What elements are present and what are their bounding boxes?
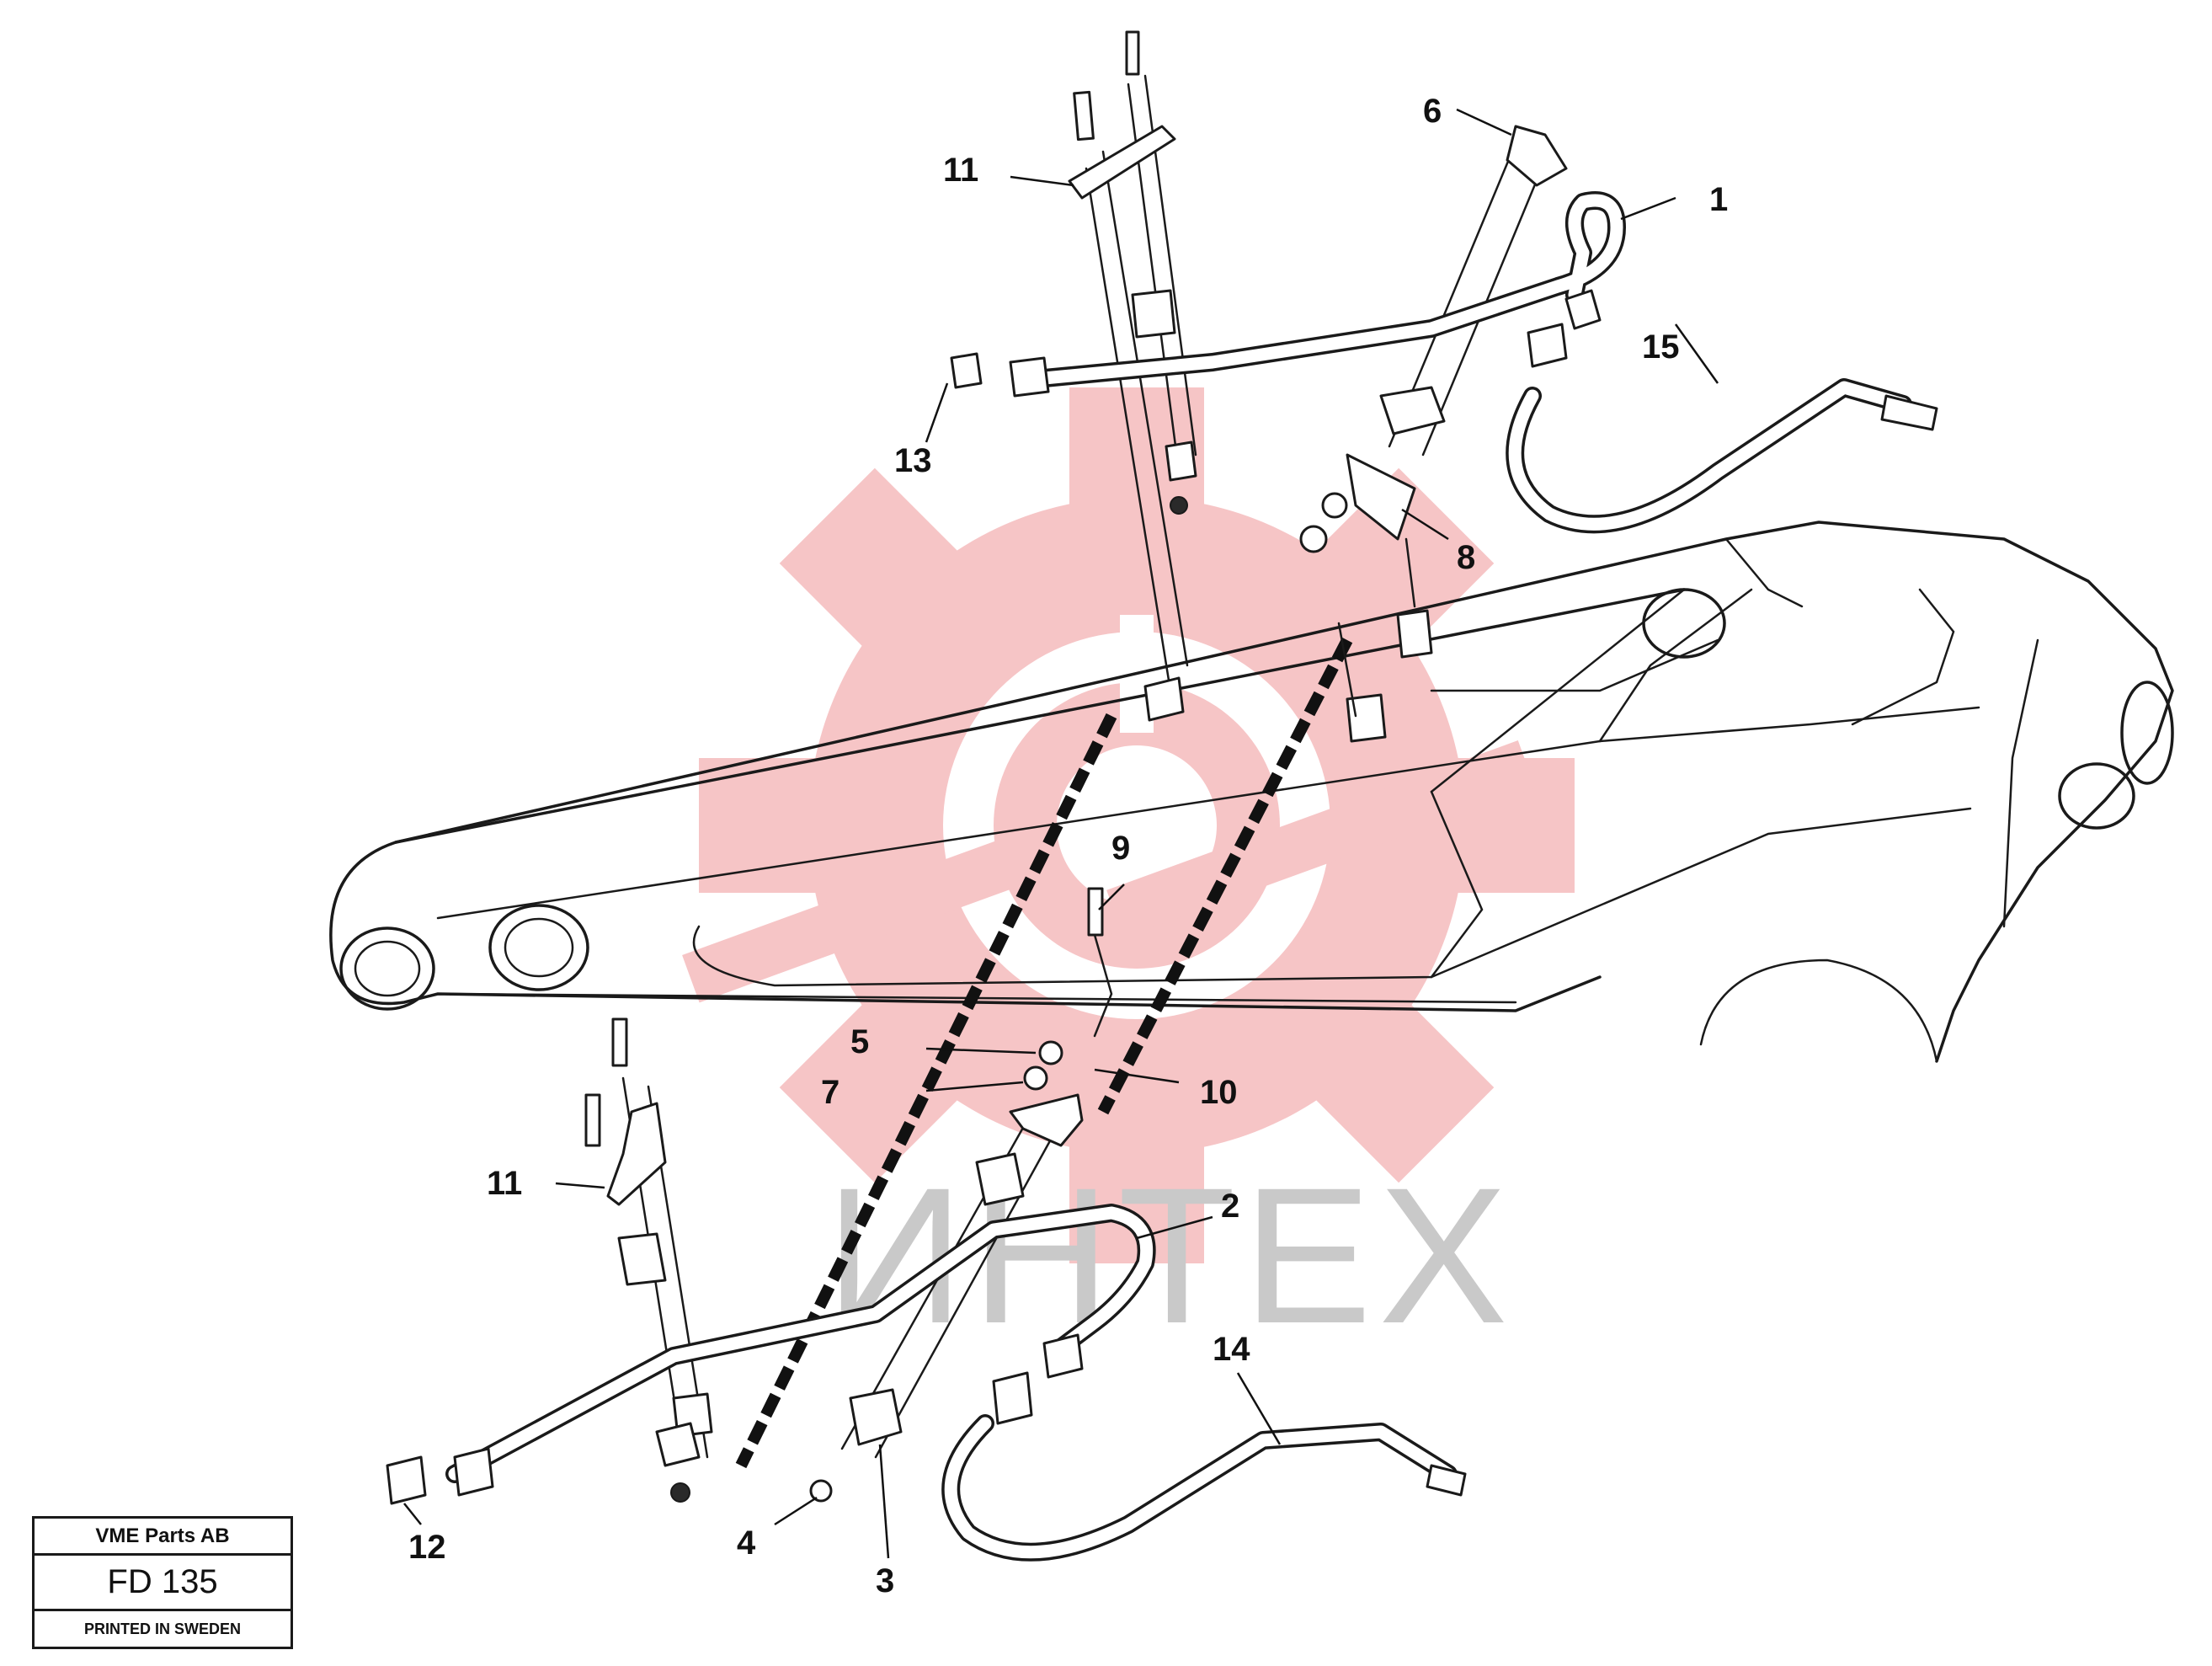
callout-2: 2 xyxy=(1221,1188,1239,1225)
clamp-assembly-upper-left xyxy=(1068,30,1197,722)
title-block: VME Parts AB FD 135 PRINTED IN SWEDEN xyxy=(32,1516,293,1649)
callout-13: 13 xyxy=(894,442,932,479)
callout-3: 3 xyxy=(876,1562,894,1599)
callout-5: 5 xyxy=(850,1023,869,1060)
title-block-printed: PRINTED IN SWEDEN xyxy=(83,1620,241,1637)
hose-2 xyxy=(386,1204,1156,1505)
callout-labels: 1 2 3 4 5 6 7 8 9 10 11 11 12 13 14 15 xyxy=(408,93,1728,1599)
callout-6: 6 xyxy=(1423,93,1442,130)
callout-9: 9 xyxy=(1111,830,1130,867)
callout-12: 12 xyxy=(408,1529,446,1566)
callout-8: 8 xyxy=(1457,539,1475,576)
clamp-assembly-lower-middle xyxy=(809,887,1113,1503)
title-block-code: FD 135 xyxy=(35,1556,290,1611)
callout-1: 1 xyxy=(1709,181,1728,218)
callout-14: 14 xyxy=(1213,1331,1250,1368)
callout-15: 15 xyxy=(1642,328,1680,366)
leader-lines xyxy=(403,108,1719,1559)
boom-arm xyxy=(329,521,2174,1063)
callout-11-lower: 11 xyxy=(487,1165,522,1202)
callout-4: 4 xyxy=(737,1524,756,1562)
callout-10: 10 xyxy=(1200,1074,1238,1111)
title-block-company: VME Parts AB xyxy=(35,1519,290,1556)
hose-1 xyxy=(950,191,1626,398)
callout-7: 7 xyxy=(821,1074,839,1111)
hose-15 xyxy=(1506,323,1938,534)
clamp-assembly-upper-right xyxy=(1299,125,1568,743)
hidden-boundary-lines xyxy=(735,637,1353,1469)
hose-14 xyxy=(941,1371,1467,1562)
watermark-text: ИНТЕХ xyxy=(825,1147,1515,1364)
callout-11-upper: 11 xyxy=(943,152,978,189)
watermark-gear-logo xyxy=(682,387,1575,1263)
clamp-assembly-lower-left xyxy=(584,1017,713,1503)
